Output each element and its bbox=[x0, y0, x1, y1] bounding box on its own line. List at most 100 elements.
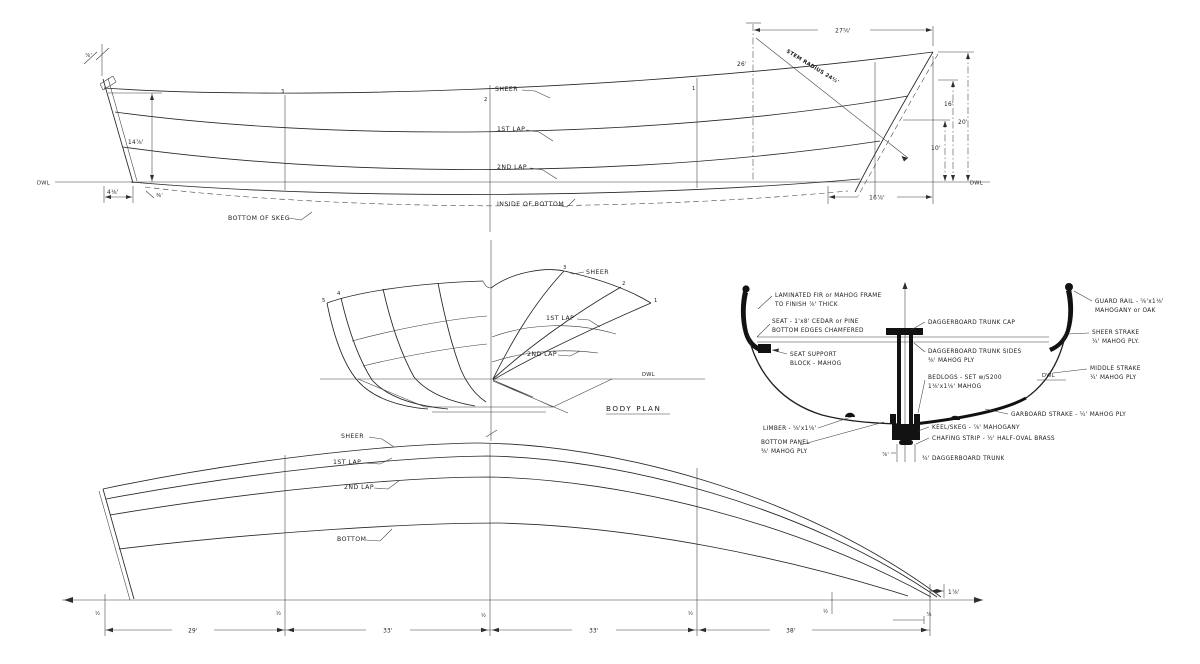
plan-lap2-curve bbox=[109, 476, 932, 598]
body-right-lap1-arc bbox=[491, 325, 617, 338]
stem-top-ticks bbox=[83, 47, 110, 65]
body-left-section-5 bbox=[326, 302, 429, 410]
station-half-mark: ½ bbox=[823, 608, 828, 615]
profile-lap1-leader bbox=[525, 129, 554, 142]
profile-sheer-leader bbox=[521, 89, 551, 99]
centerline-symbol bbox=[485, 424, 498, 441]
plan-lap1-leader bbox=[362, 457, 393, 465]
callout-keel: KEEL/SKEG - ⅞' MAHOGANY bbox=[932, 425, 1020, 431]
profile-skeg-dashed-curve bbox=[144, 186, 849, 207]
dim-stem-top: ⅞' bbox=[85, 53, 92, 59]
dim-transom-height: 14⅞' bbox=[128, 140, 144, 146]
body-plan-view: DWL 1 2 3 4 5 SHEER 1ST LAP bbox=[320, 240, 705, 441]
body-right-sheer-arc bbox=[490, 269, 652, 304]
body-right-bottom-rays bbox=[492, 379, 569, 414]
dim-stem-height: 26' bbox=[737, 62, 747, 68]
body-left-section-3 bbox=[382, 288, 476, 407]
dim-span4: 38' bbox=[786, 629, 796, 635]
callout-guard-rail-2: MAHOGANY or OAK bbox=[1095, 308, 1156, 314]
dim-tip-offset: ⅞ bbox=[926, 612, 931, 618]
leader-frame bbox=[757, 295, 773, 310]
callout-trunk-sides-2: ⅜' MAHOG PLY bbox=[928, 358, 975, 364]
section-left-shell bbox=[747, 333, 899, 425]
dim-skeg-note: ⅜' bbox=[156, 193, 163, 199]
body-station-number: 4 bbox=[337, 291, 341, 297]
dim-h20: 20' bbox=[958, 120, 968, 126]
dim-trunk-gap: ⅞' bbox=[882, 452, 889, 458]
plan-lap2-label: 2ND LAP bbox=[344, 484, 374, 491]
plan-transom-inner-line bbox=[98, 490, 131, 601]
callout-bedlogs-2: 1⅛'x1⅛' MAHOG bbox=[928, 384, 982, 390]
body-station-number: 1 bbox=[654, 298, 658, 304]
plan-sheer-label: SHEER bbox=[341, 433, 364, 440]
profile-dwl-label-left: DWL bbox=[37, 181, 50, 187]
profile-dwl-label-right: DWL bbox=[970, 181, 983, 187]
profile-lap1-label: 1ST LAP bbox=[497, 126, 525, 133]
profile-lap2-leader bbox=[529, 167, 558, 180]
body-sheer-leader bbox=[565, 270, 585, 275]
profile-skeg-leader bbox=[288, 211, 313, 221]
body-left-lap1-arc bbox=[351, 315, 488, 342]
leader-chafing bbox=[915, 437, 930, 445]
callout-trunk-sides: DAGGERBOARD TRUNK SIDES bbox=[928, 349, 1021, 355]
callout-bottom-panel: BOTTOM PANEL bbox=[761, 440, 810, 446]
plan-lap1-curve bbox=[105, 455, 938, 598]
dim-span2: 33' bbox=[383, 629, 393, 635]
plan-transom-line bbox=[102, 488, 135, 600]
body-stem-notch bbox=[482, 280, 492, 289]
callout-seat-support: SEAT SUPPORT bbox=[790, 352, 837, 358]
callout-bedlogs: BEDLOGS - SET w/5200 bbox=[928, 375, 1002, 381]
half-breadth-view: ½ ½ ½ ½ ½ SHEER 1ST LAP 2ND LAP BOTTOM 2… bbox=[62, 433, 983, 636]
dim-transom-rake: 4⅛' bbox=[107, 190, 119, 196]
body-right-section-2 bbox=[492, 286, 622, 380]
section-seat-support-block bbox=[758, 344, 771, 353]
leader-guard-rail bbox=[1073, 290, 1093, 302]
body-left-section-4 bbox=[340, 297, 449, 410]
callout-frame: LAMINATED FIR or MAHOG FRAME bbox=[775, 293, 882, 299]
skeg-note-leader bbox=[145, 190, 155, 199]
callout-middle-strake: MIDDLE STRAKE bbox=[1090, 366, 1141, 372]
profile-stem-curve bbox=[854, 51, 934, 193]
plan-bottom-leader bbox=[365, 528, 393, 542]
callout-middle-strake-2: ¼' MAHOG PLY bbox=[1090, 375, 1137, 381]
profile-station-number: 2 bbox=[484, 97, 488, 103]
body-lap1-label: 1ST LAP bbox=[546, 315, 574, 322]
section-bedlog-right bbox=[914, 414, 920, 424]
body-lap2-label: 2ND LAP bbox=[527, 351, 557, 358]
plan-bottom-curve bbox=[118, 522, 909, 597]
callout-frame-2: TO FINISH ⅞' THICK bbox=[774, 302, 838, 308]
callout-bottom-panel-2: ⅜' MAHOG PLY bbox=[761, 449, 808, 455]
body-left-sheer-arc bbox=[326, 280, 484, 304]
dim-stern-overhang: 16⅞' bbox=[869, 196, 885, 202]
dim-h16: 16' bbox=[944, 102, 954, 108]
section-trunk-side-right bbox=[909, 335, 913, 424]
section-trunk-side-left bbox=[897, 335, 901, 424]
callout-seat: SEAT - 1'x8' CEDAR or PINE bbox=[772, 319, 859, 325]
callout-sheer-strake: SHEER STRAKE bbox=[1092, 330, 1139, 336]
plan-lap2-leader bbox=[373, 479, 401, 490]
dim-span3: 33' bbox=[589, 629, 599, 635]
dim-h10: 10' bbox=[931, 146, 941, 152]
dim-span1: 29' bbox=[188, 629, 198, 635]
leader-sheer-strake bbox=[1067, 332, 1090, 335]
station-half-mark: ½ bbox=[95, 610, 100, 617]
profile-stem-outer-dashed bbox=[857, 53, 939, 197]
callout-trunk-cap: DAGGERBOARD TRUNK CAP bbox=[928, 320, 1015, 326]
stem-radius-leader bbox=[755, 37, 909, 159]
section-bedlog-left bbox=[890, 414, 896, 424]
callout-trunk-width: ¾' DAGGERBOARD TRUNK bbox=[922, 456, 1005, 462]
callout-guard-rail: GUARD RAIL - ⅝'x1⅛' bbox=[1095, 299, 1164, 305]
leader-middle-strake bbox=[1052, 368, 1088, 374]
profile-sheer-label: SHEER bbox=[495, 86, 518, 93]
plan-sheer-curve bbox=[102, 442, 942, 598]
section-limber-left bbox=[845, 412, 855, 417]
callout-seat-support-2: BLOCK - MAHOG bbox=[790, 361, 842, 367]
body-sheer-label: SHEER bbox=[586, 269, 609, 276]
leader-bottom-panel bbox=[799, 421, 885, 446]
section-keel bbox=[892, 424, 920, 440]
section-chafing-strip bbox=[899, 440, 913, 445]
section-left-guard-rail bbox=[742, 285, 750, 293]
leader-keel bbox=[917, 426, 930, 432]
